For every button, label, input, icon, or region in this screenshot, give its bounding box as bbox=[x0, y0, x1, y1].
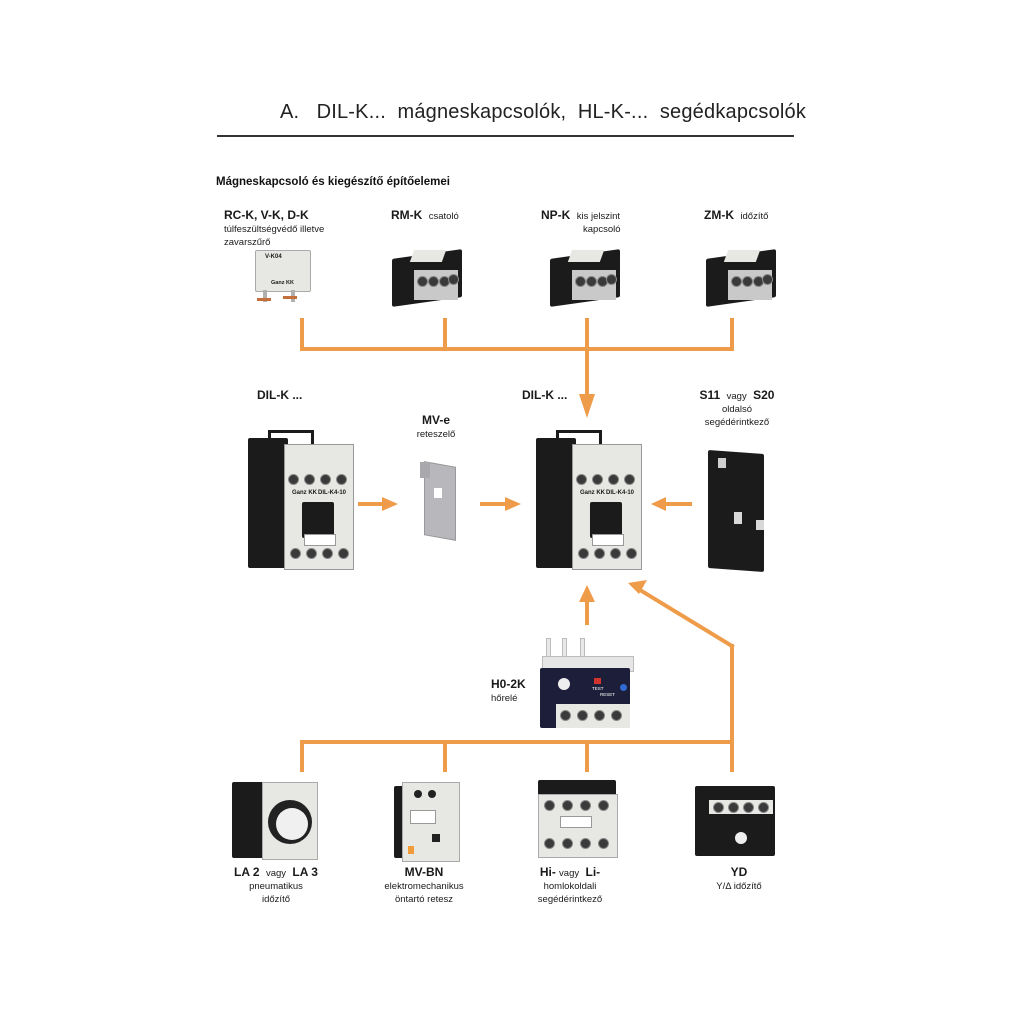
npk-label: NP-K kis jelszint kapcsoló bbox=[541, 209, 621, 236]
center-contactor-model: DIL-K4-10 bbox=[606, 490, 635, 496]
relay-reset-label: RESET bbox=[600, 692, 616, 697]
side-aux-desc-1: oldalsó bbox=[721, 404, 753, 415]
yd-label: YD Y/Δ időzítő bbox=[702, 866, 776, 893]
pneumatic-timer-icon bbox=[232, 778, 318, 860]
mve-code: MV-e bbox=[421, 413, 450, 427]
npk-desc-2: kapcsoló bbox=[583, 224, 621, 235]
coupling-module-icon bbox=[392, 248, 464, 307]
la-joiner: vagy bbox=[265, 868, 287, 879]
mvbn-desc-2: öntartó retesz bbox=[394, 894, 454, 905]
left-contactor-icon: Ganz KK DIL-K4-10 bbox=[248, 430, 356, 570]
arrow-head-left-right bbox=[382, 497, 398, 511]
side-aux-code-a: S11 bbox=[699, 388, 721, 402]
mve-label: MV-e reteszelő bbox=[406, 414, 466, 441]
thermal-overload-relay-icon: TEST RESET bbox=[540, 638, 640, 730]
hili-code-a: Hi- bbox=[539, 865, 556, 879]
rmk-code: RM-K bbox=[391, 208, 423, 222]
left-contactor-model: DIL-K4-10 bbox=[318, 490, 347, 496]
mechanical-interlock-icon bbox=[418, 461, 462, 541]
side-aux-code-b: S20 bbox=[753, 388, 775, 402]
electromechanical-latch-icon bbox=[394, 778, 460, 862]
yd-desc: Y/Δ időzítő bbox=[716, 881, 762, 892]
low-signal-switch-module-icon bbox=[550, 248, 622, 307]
timer-module-icon bbox=[706, 248, 778, 307]
center-contactor-label: DIL-K ... bbox=[522, 389, 567, 403]
relay-desc: hőrelé bbox=[491, 693, 518, 704]
la-code-b: LA 3 bbox=[292, 865, 318, 879]
yd-feed-diagonal bbox=[637, 587, 735, 649]
front-auxiliary-contact-icon bbox=[538, 780, 620, 858]
arrow-head-side-left bbox=[651, 497, 666, 511]
left-contactor-code: DIL-K ... bbox=[257, 388, 303, 402]
left-contactor-brand: Ganz KK bbox=[292, 490, 318, 496]
arrow-head-relay-up bbox=[579, 585, 595, 602]
la-label: LA 2 vagy LA 3 pneumatikus időzítő bbox=[218, 866, 334, 906]
zmk-desc: időzítő bbox=[740, 211, 769, 222]
rck-desc-1: túlfeszültségvédő illetve bbox=[224, 224, 325, 235]
hili-desc-1: homlokoldali bbox=[543, 881, 597, 892]
center-contactor-code: DIL-K ... bbox=[522, 388, 568, 402]
mvbn-code: MV-BN bbox=[404, 865, 444, 879]
title-rule bbox=[217, 135, 794, 137]
mvbn-desc-1: elektromechanikus bbox=[384, 881, 464, 892]
module-print: V-K04 bbox=[265, 254, 282, 260]
yd-code: YD bbox=[730, 865, 748, 879]
la-desc-1: pneumatikus bbox=[249, 881, 303, 892]
arrow-head-mid-right bbox=[505, 497, 521, 511]
la-code-a: LA 2 bbox=[234, 865, 260, 879]
relay-label: H0-2K hőrelé bbox=[491, 678, 526, 705]
relay-code: H0-2K bbox=[491, 677, 526, 691]
zmk-code: ZM-K bbox=[704, 208, 734, 222]
side-aux-label: S11 vagy S20 oldalsó segédérintkező bbox=[690, 389, 784, 429]
section-subtitle: Mágneskapcsoló és kiegészítő építőelemei bbox=[216, 176, 450, 188]
page-title: A. DIL-K... mágneskapcsolók, HL-K-... se… bbox=[280, 101, 807, 123]
left-contactor-label: DIL-K ... bbox=[257, 389, 302, 403]
arrow-head-diagonal bbox=[628, 580, 647, 594]
zmk-label: ZM-K időzítő bbox=[704, 209, 768, 223]
side-aux-joiner: vagy bbox=[726, 391, 747, 402]
side-auxiliary-contact-icon bbox=[708, 450, 774, 572]
star-delta-timer-icon bbox=[695, 780, 777, 856]
mvbn-label: MV-BN elektromechanikus öntartó retesz bbox=[374, 866, 474, 906]
center-contactor-icon: Ganz KK DIL-K4-10 bbox=[536, 430, 644, 570]
mve-desc: reteszelő bbox=[416, 429, 456, 440]
arrow-head-down bbox=[579, 394, 595, 418]
rck-desc-2: zavarszűrő bbox=[224, 237, 271, 248]
hili-code-b: Li- bbox=[585, 865, 601, 879]
module-brand: Ganz KK bbox=[271, 280, 294, 286]
npk-desc-1: kis jelszint bbox=[576, 211, 621, 222]
relay-test-label: TEST bbox=[592, 686, 604, 691]
hili-joiner: vagy bbox=[559, 868, 580, 879]
side-aux-desc-2: segédérintkező bbox=[704, 417, 770, 428]
rmk-desc: csatoló bbox=[428, 211, 459, 222]
surge-suppressor-module-icon: V-K04 Ganz KK bbox=[253, 250, 313, 302]
la-desc-2: időzítő bbox=[262, 894, 290, 905]
rck-label: RC-K, V-K, D-K túlfeszültségvédő illetve… bbox=[224, 209, 324, 249]
rmk-label: RM-K csatoló bbox=[391, 209, 459, 223]
npk-code: NP-K bbox=[541, 208, 571, 222]
hili-label: Hi- vagy Li- homlokoldali segédérintkező bbox=[520, 866, 620, 906]
center-contactor-brand: Ganz KK bbox=[580, 490, 606, 496]
hili-desc-2: segédérintkező bbox=[537, 894, 603, 905]
rck-code: RC-K, V-K, D-K bbox=[224, 208, 309, 222]
